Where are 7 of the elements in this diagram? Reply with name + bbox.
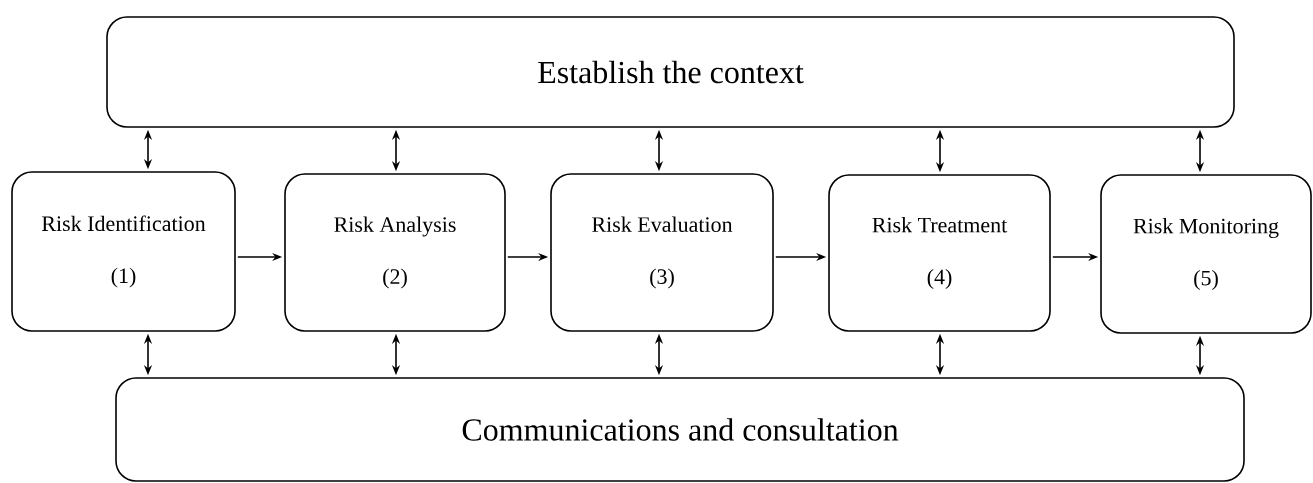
step-box: Risk Treatment (4) [828, 174, 1051, 332]
step-box: Risk Evaluation (3) [550, 173, 774, 332]
stage-box: Communications and consultation [115, 377, 1245, 482]
step-box: Risk Identification (1) [11, 171, 236, 332]
step-box: Risk Monitoring (5) [1100, 174, 1312, 334]
step-box: Risk Analysis (2) [284, 173, 506, 332]
stage-box: Establish the context [106, 16, 1235, 128]
